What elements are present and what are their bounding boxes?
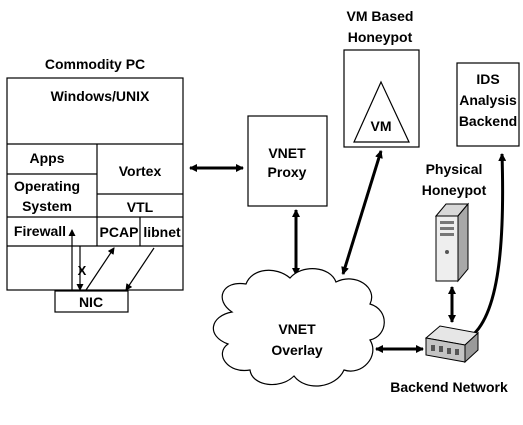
vm-honeypot-box (343, 49, 420, 148)
pcap-capture-arrow (85, 247, 115, 291)
commodity-pc-title: Commodity PC (45, 56, 145, 72)
vortex-label: Vortex (119, 163, 162, 179)
vnet-overlay-line1: VNET (278, 321, 316, 337)
physical-honeypot-line1: Physical (426, 161, 483, 177)
system-label: System (22, 198, 72, 214)
vtl-label: VTL (127, 199, 154, 215)
apps-label: Apps (30, 150, 65, 166)
ids-line2: Analysis (459, 92, 517, 108)
ids-backend-box (456, 62, 520, 147)
vm-honeypot-title-line2: Honeypot (348, 29, 413, 45)
vm-label: VM (371, 118, 392, 134)
blocked-x-mark: X (78, 263, 87, 278)
physical-honeypot-line2: Honeypot (422, 182, 487, 198)
firewall-label: Firewall (14, 223, 66, 239)
vnet-proxy-box (247, 115, 328, 207)
pcap-label: PCAP (100, 224, 139, 240)
nic-label: NIC (79, 294, 103, 310)
vnet-proxy-line1: VNET (268, 145, 306, 161)
server-tower-icon (434, 202, 470, 283)
vm-triangle (353, 80, 410, 143)
libnet-label: libnet (143, 224, 181, 240)
ids-line1: IDS (476, 71, 499, 87)
vnet-proxy-line2: Proxy (268, 164, 307, 180)
libnet-inject-arrow (125, 247, 155, 291)
router-icon (424, 325, 480, 364)
vnet-overlay-cloud (212, 268, 385, 387)
ids-line3: Backend (459, 113, 517, 129)
ids-backend-link (465, 153, 507, 342)
vnet-overlay-line2: Overlay (271, 342, 323, 358)
vm-overlay-link (341, 150, 383, 275)
windows-unix-label: Windows/UNIX (51, 88, 150, 104)
nic-box (54, 290, 129, 313)
backend-network-label: Backend Network (390, 379, 508, 395)
commodity-pc-box (6, 77, 184, 291)
vm-honeypot-title-line1: VM Based (347, 8, 414, 24)
operating-label: Operating (14, 178, 80, 194)
